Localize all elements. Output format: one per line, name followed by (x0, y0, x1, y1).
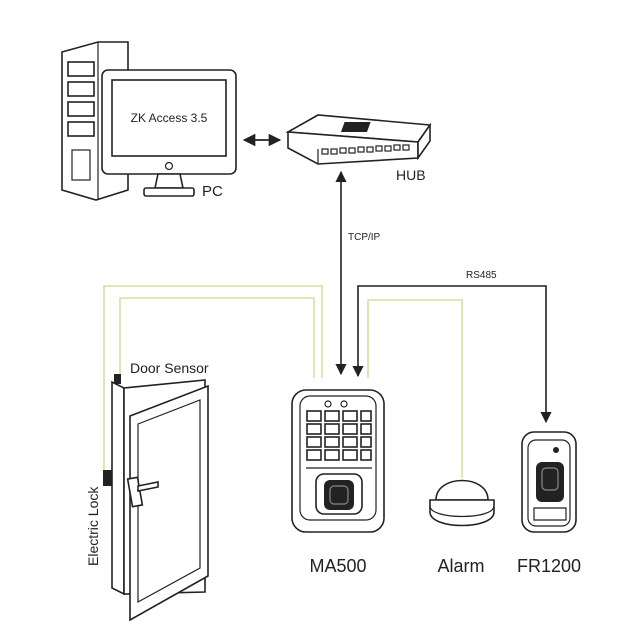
ma500-keypad (306, 410, 372, 461)
electric-lock-device (103, 470, 112, 486)
hub-label: HUB (396, 167, 426, 183)
rs485-label: RS485 (466, 270, 497, 281)
electric-lock-label: Electric Lock (85, 486, 101, 566)
lock-wire (103, 285, 323, 470)
hub-badge (340, 122, 371, 132)
fr1200-reader (521, 431, 577, 533)
door (103, 374, 209, 622)
alarm-device (429, 479, 495, 527)
hub-device: HUB HUB (285, 114, 432, 183)
door-sensor-wire (119, 297, 315, 378)
pc-label: PC (202, 183, 223, 200)
hub-badge-text: HUB (394, 125, 409, 132)
ma500-label: MA500 (309, 556, 366, 576)
alarm-label: Alarm (437, 556, 484, 576)
tcp-ip-label: TCP/IP (348, 232, 381, 243)
alarm-wire (367, 299, 463, 478)
rs485-link (352, 285, 552, 424)
fr1200-label: FR1200 (517, 556, 581, 576)
ma500-terminal (291, 389, 385, 533)
door-sensor-label: Door Sensor (130, 360, 209, 376)
door-handle (137, 481, 159, 492)
pc-screen-text: ZK Access 3.5 (131, 111, 208, 125)
door-sensor-device (114, 374, 121, 384)
fr1200-fingerprint-sensor (536, 462, 564, 502)
pc-computer: ZK Access 3.5 PC (61, 41, 237, 201)
hub-ports (321, 144, 410, 155)
wiring-lines (103, 285, 463, 478)
pc-monitor (101, 69, 237, 197)
